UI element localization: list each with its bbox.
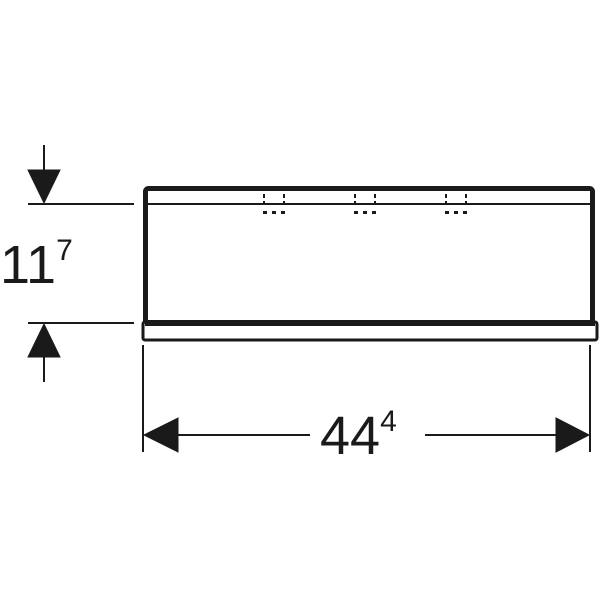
- width-dimension-label: 444: [320, 405, 397, 466]
- height-dimension-label: 117: [0, 234, 73, 295]
- hinge-markers: [263, 194, 467, 214]
- arrow-up-icon: [27, 322, 61, 358]
- arrow-down-icon: [27, 169, 61, 205]
- arrow-left-icon: [142, 417, 179, 453]
- arrow-right-icon: [555, 417, 591, 453]
- hinge-icon: [445, 194, 467, 214]
- hinge-icon: [354, 194, 376, 214]
- cabinet-outline: [141, 186, 599, 342]
- height-dimension: [27, 145, 134, 382]
- width-dimension: [142, 345, 591, 453]
- hinge-icon: [263, 194, 285, 214]
